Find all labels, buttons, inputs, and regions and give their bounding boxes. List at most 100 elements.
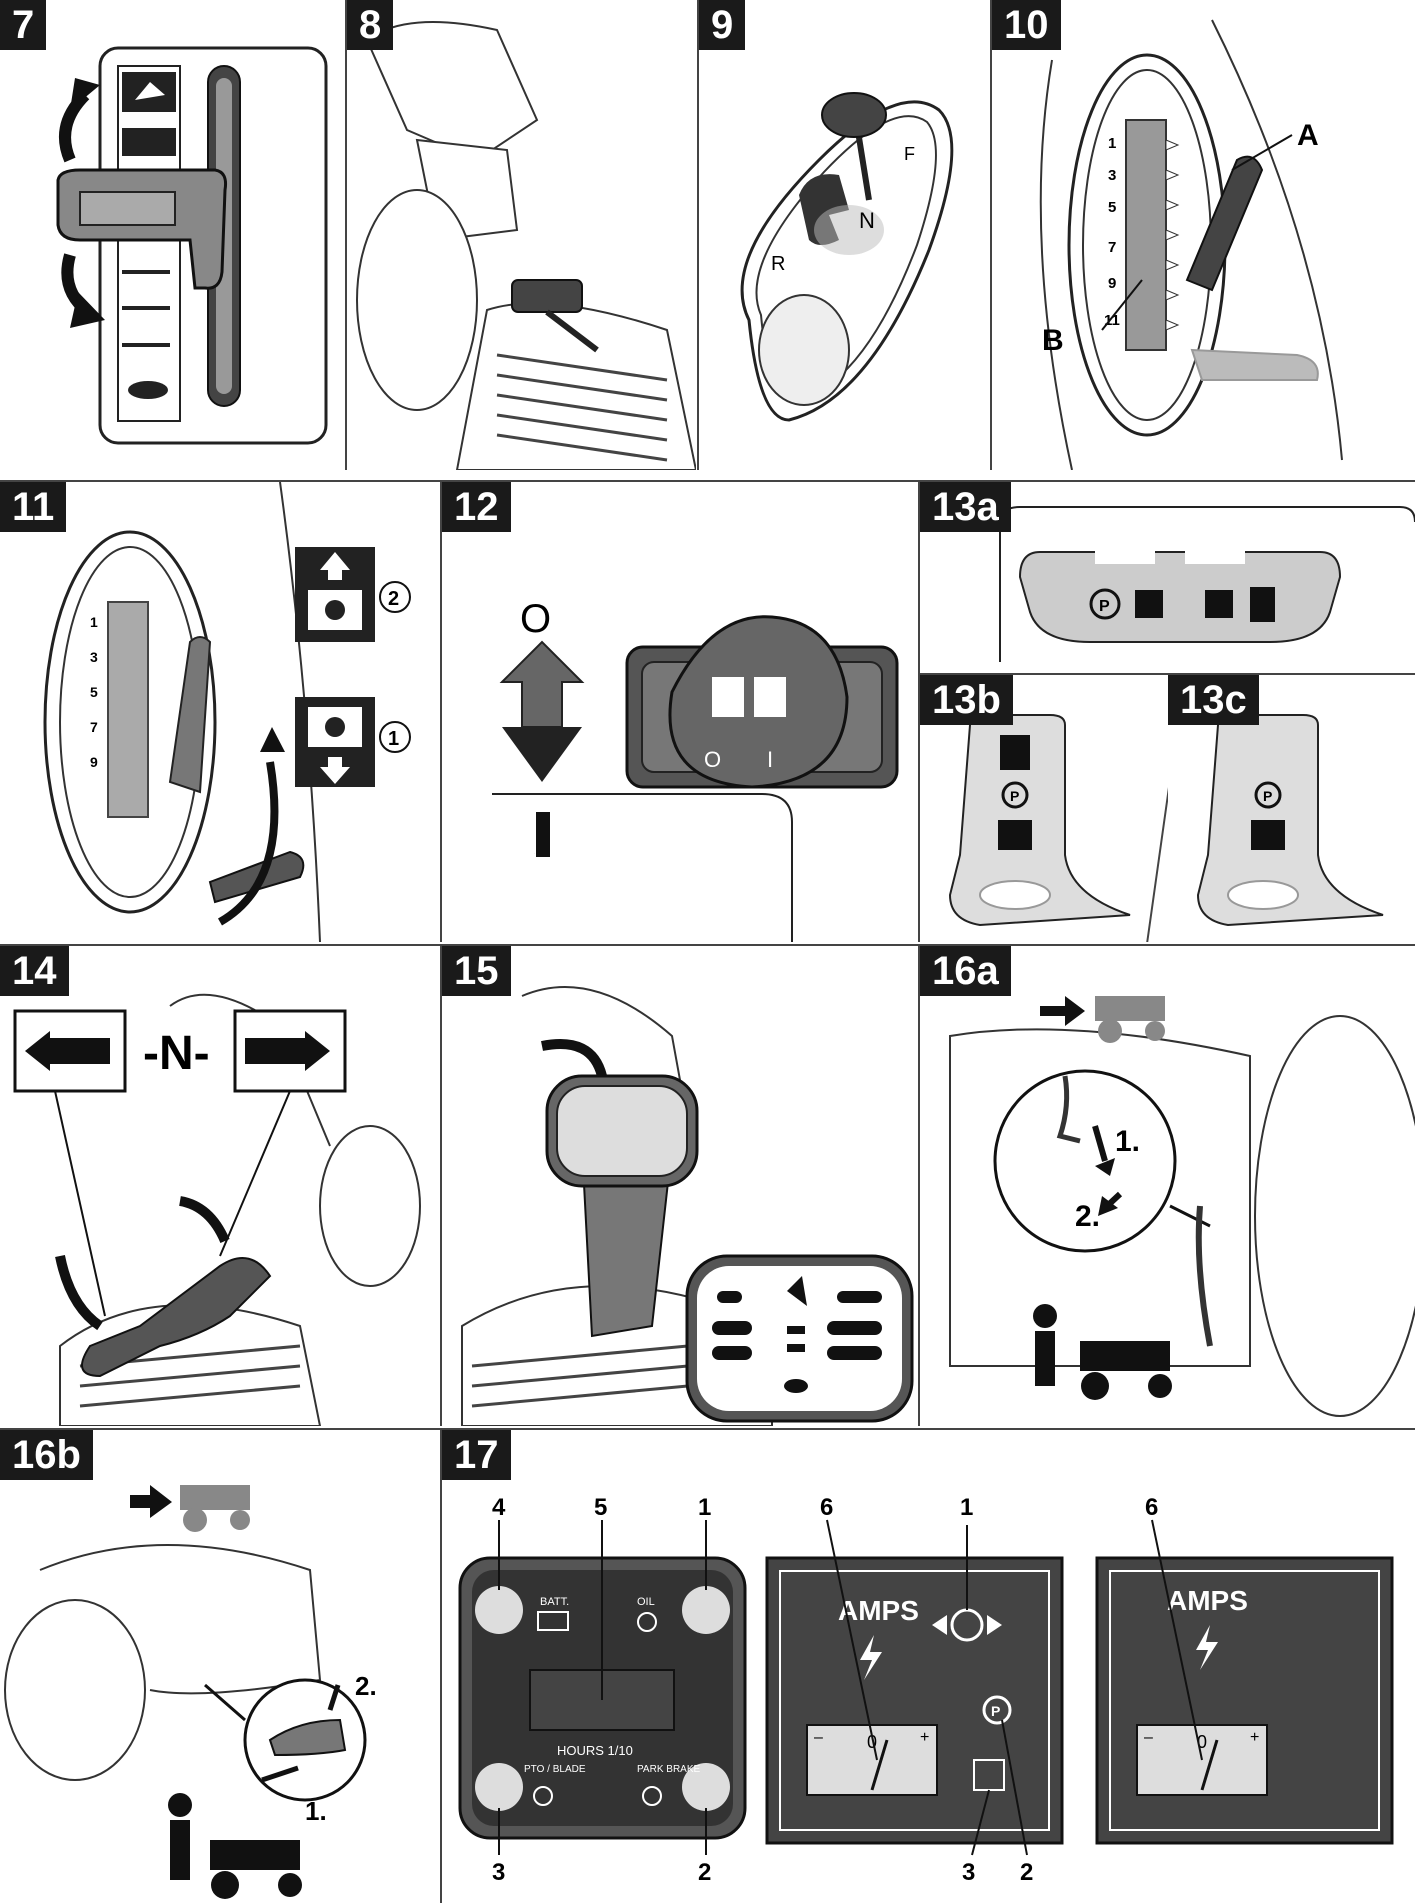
height-tick: 3 (90, 649, 98, 665)
panel-number: 16a (920, 946, 1011, 996)
throttle-illustration (56, 46, 328, 445)
height-tick: 7 (1108, 239, 1116, 256)
step-2: 2. (355, 1671, 377, 1701)
amps-gauge-panel-1: AMPS – 0 + P 6 1 3 2 (765, 1494, 1064, 1886)
callout-1: 1 (698, 1494, 711, 1521)
callout-a: A (1297, 119, 1319, 152)
push-mower-icon (168, 1793, 302, 1899)
panel-14: -N- 14 (0, 946, 439, 1426)
height-tick: 5 (1108, 199, 1116, 216)
step-2: 2. (1075, 1200, 1100, 1233)
pto-lever (208, 850, 305, 904)
foot-pedal-illustration: -N- (13, 993, 421, 1426)
amps-gauge-panel-2: AMPS – 0 + 6 (1095, 1494, 1394, 1845)
parking-brake-decal: P (999, 506, 1415, 662)
panel-number: 13c (1168, 675, 1259, 725)
divider (918, 673, 1415, 675)
hour-meter-panel: BATT. OIL HOURS 1/10 PTO / BLADE PARK BR… (458, 1494, 747, 1886)
divider (918, 946, 920, 1426)
turtle-icon (128, 381, 168, 399)
gauge-needle (1200, 1739, 1219, 1791)
height-tick: 1 (90, 614, 98, 630)
reverse-label: R (771, 253, 785, 275)
divider (440, 946, 442, 1426)
hours-label: HOURS 1/10 (557, 1743, 633, 1758)
height-tick: 3 (1108, 167, 1116, 184)
divider (0, 944, 1415, 946)
step-1: 1. (305, 1796, 327, 1826)
parking-brake-icon: P (1010, 788, 1019, 804)
forward-label: F (904, 144, 915, 164)
height-tick: 1 (1108, 135, 1116, 152)
pto-label: PTO / BLADE (524, 1764, 586, 1775)
shifter-illustration: F N R (740, 92, 954, 422)
divider (440, 482, 442, 942)
push-mower-icon (1033, 1304, 1172, 1400)
down-arrow (502, 727, 582, 782)
panel-number: 12 (442, 482, 511, 532)
panel-number: 14 (0, 946, 69, 996)
rabbit-icon (135, 82, 165, 100)
lightning-icon (1196, 1625, 1218, 1670)
panel-number: 13b (920, 675, 1013, 725)
height-tick: 9 (90, 754, 98, 770)
divider (0, 480, 1415, 482)
panel-13b: P 13b (920, 675, 1165, 942)
panel-8: 8 (347, 0, 696, 470)
tow-release-rear-illustration: 1. 2. (4, 1485, 377, 1899)
brake-pedal-decal-c: P (1196, 714, 1384, 927)
amps-label: AMPS (1167, 1585, 1248, 1616)
panel-16b: 1. 2. 16b (0, 1430, 439, 1903)
deck-lever-illustration: 1 3 5 7 9 11 A B (1039, 19, 1343, 470)
tractor-icon (180, 1485, 250, 1532)
speed-pedal-illustration (461, 986, 914, 1426)
callout-6: 6 (820, 1494, 833, 1521)
pto-lever-illustration: 1 3 5 7 9 2 1 (43, 482, 411, 942)
callout-2: 2 (388, 588, 399, 610)
gauge-zero: 0 (1197, 1732, 1207, 1752)
panel-17: BATT. OIL HOURS 1/10 PTO / BLADE PARK BR… (442, 1430, 1415, 1903)
divider (440, 1430, 442, 1903)
tow-release-illustration: 1. 2. (949, 996, 1415, 1417)
divider (345, 0, 347, 470)
height-tick: 11 (1104, 312, 1120, 329)
gauge-needle (870, 1739, 889, 1791)
oil-icon (637, 1612, 657, 1632)
up-arrow (499, 640, 585, 728)
i-position-mark (536, 812, 550, 857)
panel-number: 8 (347, 0, 394, 50)
parking-brake-icon: P (1099, 598, 1110, 615)
height-tick: 5 (90, 684, 98, 700)
panel-15: 15 (442, 946, 917, 1426)
callout-3: 3 (492, 1859, 505, 1886)
divider (990, 0, 992, 470)
panel-10: 1 3 5 7 9 11 A B 10 (992, 0, 1415, 470)
gauge-plus: + (920, 1729, 929, 1746)
foot-pedal (81, 1257, 272, 1378)
switch-illustration: O I O I (492, 597, 899, 942)
callout-b: B (1042, 324, 1064, 357)
panel-number: 16b (0, 1430, 93, 1480)
callout-3: 3 (962, 1859, 975, 1886)
panel-9: F N R 9 (699, 0, 989, 470)
park-brake-icon: P (991, 1703, 1000, 1719)
panel-number: 17 (442, 1430, 511, 1480)
panel-number: 13a (920, 482, 1011, 532)
battery-icon (537, 1611, 569, 1631)
height-tick: 9 (1108, 275, 1116, 292)
o-position-label: O (520, 597, 551, 641)
divider (697, 0, 699, 470)
callout-5: 5 (594, 1494, 607, 1521)
neutral-label: N (859, 208, 875, 233)
shift-knob (821, 92, 887, 138)
step-1: 1. (1115, 1125, 1140, 1158)
panel-13c: P 13c (1168, 675, 1415, 942)
brake-pedal-decal-b: P (948, 714, 1131, 927)
panel-13a: P 13a (920, 482, 1415, 672)
oil-label: OIL (637, 1596, 655, 1608)
panel-16a: 1. 2. 16a (920, 946, 1415, 1426)
neutral-label: -N- (143, 1027, 210, 1080)
callout-1: 1 (388, 728, 399, 750)
brake-pedal (511, 279, 583, 313)
panel-number: 9 (699, 0, 746, 50)
